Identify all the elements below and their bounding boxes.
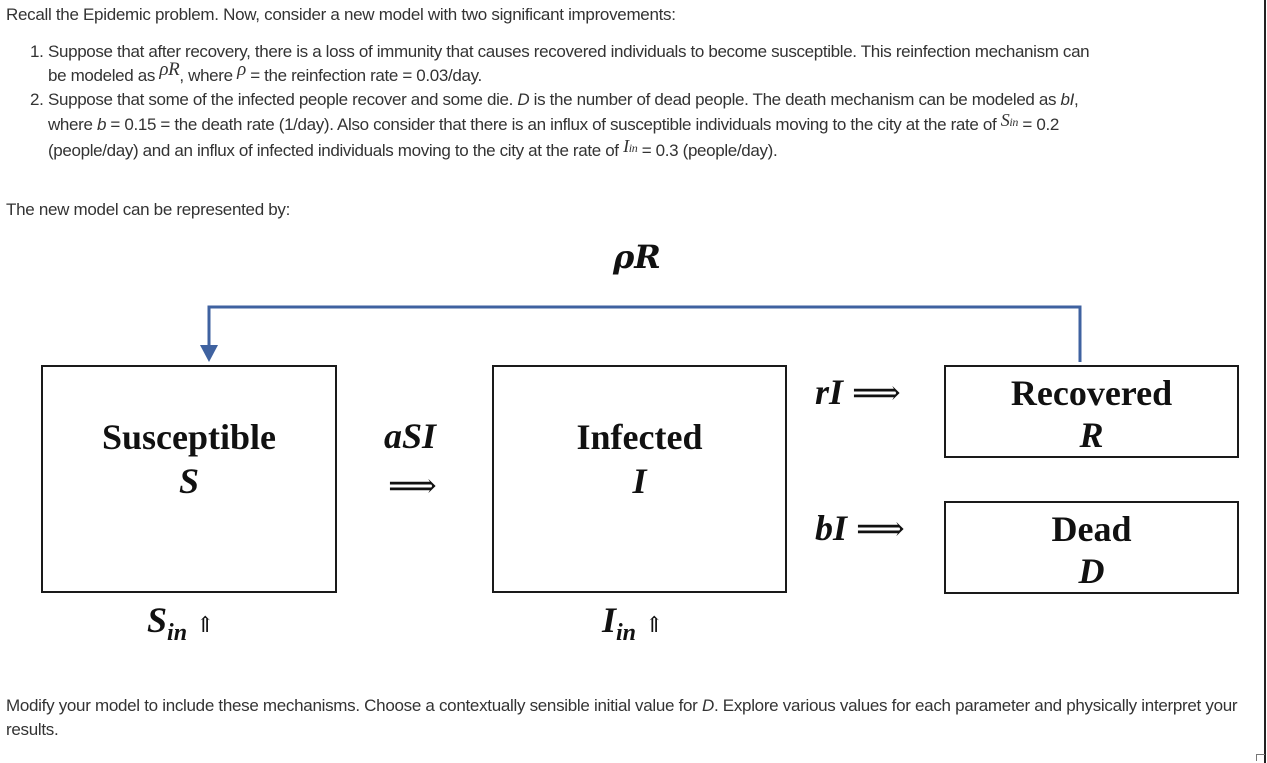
s-in-base: S	[147, 600, 168, 640]
text: ,	[1074, 90, 1079, 109]
text: Suppose that some of the infected people…	[48, 90, 518, 109]
double-arrow-right-icon: ⟹	[852, 373, 901, 413]
recovery-flow: rI ⟹	[815, 372, 901, 413]
recovered-label: Recovered	[1010, 373, 1173, 413]
text: be modeled as	[48, 66, 160, 85]
dead-box: Dead D	[944, 501, 1239, 594]
var-b: b	[96, 115, 107, 134]
item-2-line-3: (people/day) and an influx of infected i…	[48, 136, 1260, 164]
text: where	[48, 115, 97, 134]
text: S	[1000, 110, 1010, 130]
death-flow: bI ⟹	[815, 508, 905, 549]
text: in	[628, 141, 638, 155]
susceptible-symbol: S	[178, 461, 200, 501]
list-number: 1.	[30, 42, 44, 61]
var-bi: bI	[1060, 90, 1075, 109]
susceptible-box: Susceptible S	[41, 365, 337, 593]
list-number: 2.	[30, 90, 44, 109]
infected-box: Infected I	[492, 365, 787, 593]
text: I	[623, 136, 629, 156]
var-d: D	[517, 90, 530, 109]
text: in	[1009, 115, 1019, 129]
reinfection-label: ρR	[613, 238, 661, 276]
math-rho: ρ	[237, 59, 246, 80]
susceptible-label: Susceptible	[101, 417, 277, 457]
text: = 0.3 (people/day).	[637, 141, 778, 160]
recovered-symbol: R	[1079, 415, 1104, 455]
i-in-base: I	[602, 600, 617, 640]
text: Modify your model to include these mecha…	[6, 696, 702, 715]
list-item-1: 1. Suppose that after recovery, there is…	[30, 40, 1260, 88]
double-arrow-right-icon: ⟹	[388, 466, 437, 506]
text: is the number of dead people. The death …	[529, 90, 1061, 109]
s-in-subscript: in	[167, 620, 188, 646]
text: = the reinfection rate = 0.03/day.	[245, 66, 482, 85]
i-in-inflow: Iin ⇑	[602, 600, 663, 646]
item-2-line-1: Suppose that some of the infected people…	[48, 88, 1260, 112]
item-1-line-2: be modeled as ρR, where ρ = the reinfect…	[48, 59, 1260, 88]
math-rho-r: ρR	[159, 59, 180, 80]
math-s-in: Sin	[1000, 110, 1019, 130]
improvement-list: 1. Suppose that after recovery, there is…	[30, 40, 1260, 164]
text: = 0.2	[1018, 115, 1059, 134]
s-in-inflow: Sin ⇑	[147, 600, 214, 646]
arrowhead-down-icon	[200, 345, 218, 362]
lead-text: The new model can be represented by:	[6, 200, 291, 219]
text: (people/day) and an influx of infected i…	[48, 141, 624, 160]
item-2-line-2: where b = 0.15 = the death rate (1/day).…	[48, 110, 1260, 138]
text: , where	[179, 66, 238, 85]
item-1-line-1: Suppose that after recovery, there is a …	[48, 42, 1090, 61]
right-border	[1264, 0, 1266, 763]
resize-handle-icon[interactable]	[1256, 754, 1265, 761]
infected-symbol: I	[632, 461, 647, 501]
r-symbol: R	[634, 238, 661, 276]
recovery-rate-label: rI	[815, 372, 844, 412]
i-in-subscript: in	[616, 620, 637, 646]
recovered-box: Recovered R	[944, 365, 1239, 458]
death-rate-label: bI	[815, 508, 848, 548]
infection-rate-label: aSI	[384, 416, 437, 456]
double-arrow-up-icon: ⇑	[196, 613, 215, 638]
double-arrow-right-icon: ⟹	[856, 509, 905, 549]
intro-text: Recall the Epidemic problem. Now, consid…	[6, 5, 676, 24]
double-arrow-up-icon: ⇑	[645, 613, 664, 638]
text: . Explore various values for each parame…	[6, 696, 1238, 739]
var-d: D	[701, 696, 714, 715]
rho-symbol: ρ	[613, 238, 635, 276]
outro-text: Modify your model to include these mecha…	[6, 694, 1246, 742]
dead-label: Dead	[1051, 509, 1132, 549]
math-i-in: Iin	[623, 136, 638, 156]
dead-symbol: D	[1078, 551, 1105, 591]
infected-label: Infected	[576, 417, 703, 457]
list-item-2: 2. Suppose that some of the infected peo…	[30, 88, 1260, 164]
text: = 0.15 = the death rate (1/day). Also co…	[106, 115, 1001, 134]
